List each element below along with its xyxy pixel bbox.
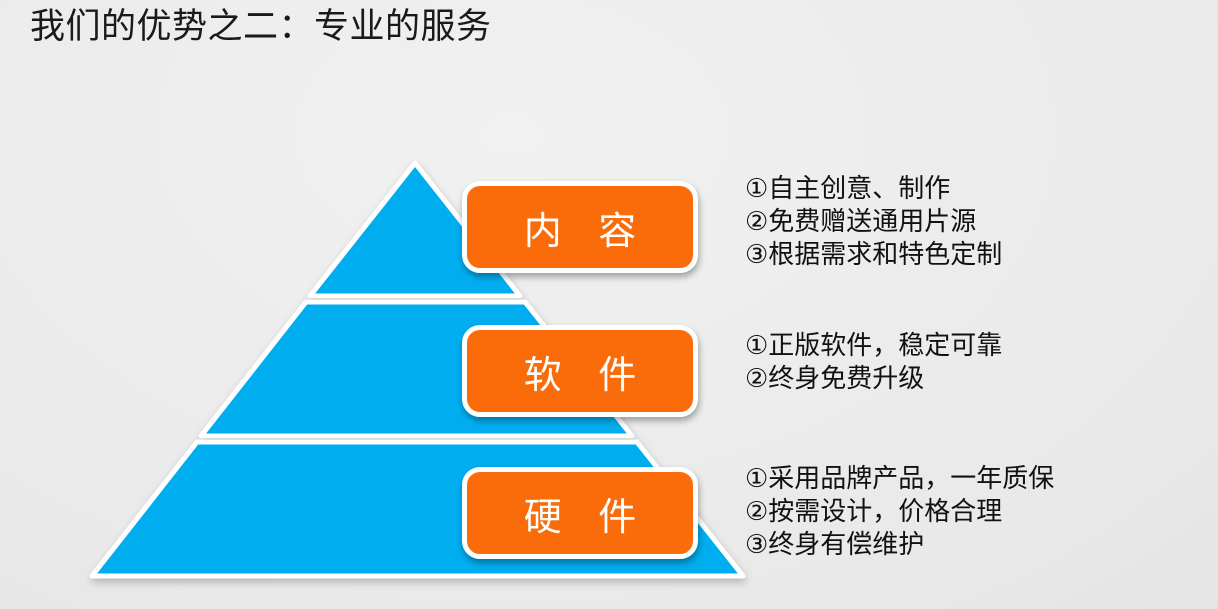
point-line: ②终身免费升级 <box>745 363 925 393</box>
point-line: ①采用品牌产品，一年质保 <box>745 463 1055 493</box>
tier-points-content: ①自主创意、制作 ②免费赠送通用片源 ③根据需求和特色定制 <box>745 172 1210 271</box>
tier-badge-content-label: 内 容 <box>523 210 637 253</box>
tier-badge-software: 软 件 <box>462 325 698 417</box>
point-line: ②免费赠送通用片源 <box>745 206 977 236</box>
point-line: ②按需设计，价格合理 <box>745 496 1003 526</box>
point-line: ①正版软件，稳定可靠 <box>745 330 1003 360</box>
tier-points-hardware: ①采用品牌产品，一年质保 ②按需设计，价格合理 ③终身有偿维护 <box>745 462 1210 561</box>
tier-badge-software-label: 软 件 <box>523 354 637 397</box>
point-line: ③终身有偿维护 <box>745 529 925 559</box>
tier-points-software: ①正版软件，稳定可靠 ②终身免费升级 <box>745 329 1210 395</box>
tier-badge-hardware: 硬 件 <box>462 467 698 559</box>
point-line: ③根据需求和特色定制 <box>745 239 1003 269</box>
tier-badge-hardware-label: 硬 件 <box>523 496 637 539</box>
slide-title: 我们的优势之二：专业的服务 <box>30 7 492 46</box>
tier-badge-content: 内 容 <box>462 181 698 273</box>
point-line: ①自主创意、制作 <box>745 173 951 203</box>
